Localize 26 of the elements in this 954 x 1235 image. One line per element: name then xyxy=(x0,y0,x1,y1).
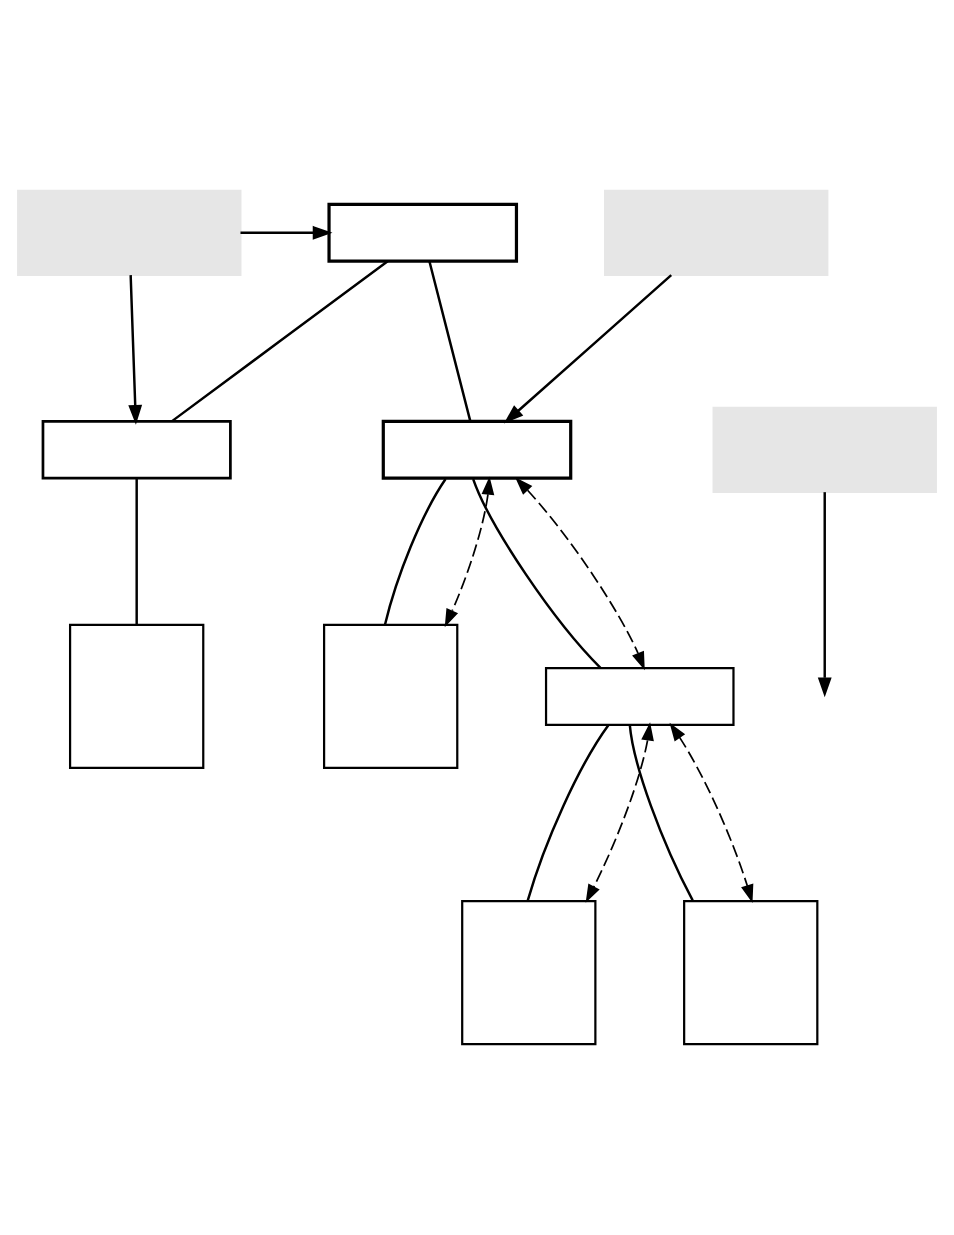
connector xyxy=(171,260,389,423)
arrow xyxy=(515,477,645,671)
arrow xyxy=(240,225,333,240)
connector xyxy=(628,724,694,901)
node-box xyxy=(604,189,829,276)
node-box xyxy=(41,420,232,480)
arrow xyxy=(669,722,754,903)
arrow xyxy=(128,275,143,425)
node-box xyxy=(327,202,519,263)
node-box xyxy=(69,623,205,770)
node-box xyxy=(683,900,819,1046)
node-box xyxy=(381,419,573,480)
node-box xyxy=(17,189,242,276)
connector xyxy=(135,479,138,625)
arrow xyxy=(817,492,832,698)
connector xyxy=(472,478,602,669)
connector xyxy=(526,724,610,901)
node-box xyxy=(323,623,459,770)
node-box xyxy=(712,406,937,493)
arrow xyxy=(585,722,654,903)
node-box xyxy=(544,666,735,726)
connector xyxy=(383,478,447,626)
node-box xyxy=(461,900,597,1046)
arrow xyxy=(444,476,495,628)
arrow xyxy=(503,274,673,424)
connector xyxy=(428,260,472,422)
